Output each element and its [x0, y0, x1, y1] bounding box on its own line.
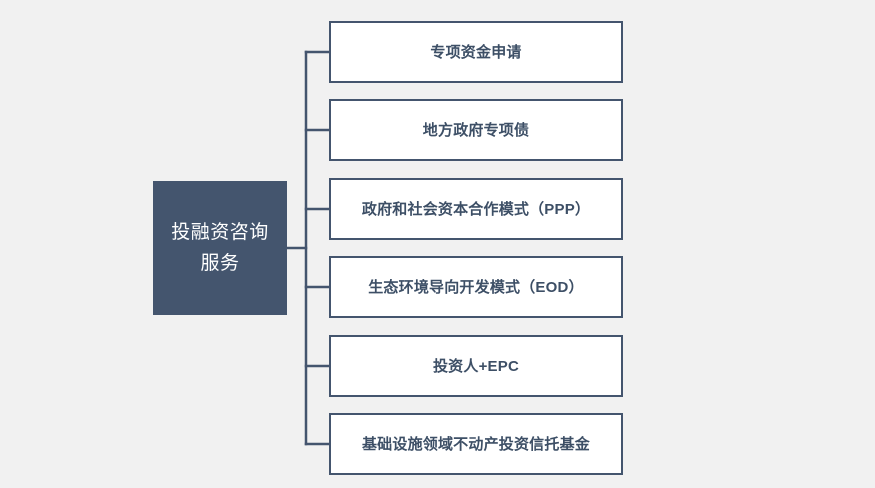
leaf-node-label: 生态环境导向开发模式（EOD）	[368, 278, 584, 296]
root-node-label: 投融资咨询 服务	[171, 222, 269, 274]
leaf-node-label: 专项资金申请	[430, 43, 522, 61]
leaf-node-label: 基础设施领域不动产投资信托基金	[361, 435, 590, 453]
leaf-node-ppp[interactable]: 政府和社会资本合作模式（PPP）	[329, 178, 623, 240]
leaf-node-special-fund-application[interactable]: 专项资金申请	[329, 21, 623, 83]
leaf-node-infrastructure-reits[interactable]: 基础设施领域不动产投资信托基金	[329, 413, 623, 475]
leaf-node-local-government-special-bond[interactable]: 地方政府专项债	[329, 99, 623, 161]
leaf-node-label: 投资人+EPC	[432, 357, 519, 375]
leaf-node-eod[interactable]: 生态环境导向开发模式（EOD）	[329, 256, 623, 318]
leaf-node-investor-plus-epc[interactable]: 投资人+EPC	[329, 335, 623, 397]
leaf-node-label: 政府和社会资本合作模式（PPP）	[361, 200, 591, 218]
root-node-investment-financing-consulting[interactable]: 投融资咨询 服务	[153, 181, 287, 315]
leaf-node-label: 地方政府专项债	[422, 121, 530, 139]
